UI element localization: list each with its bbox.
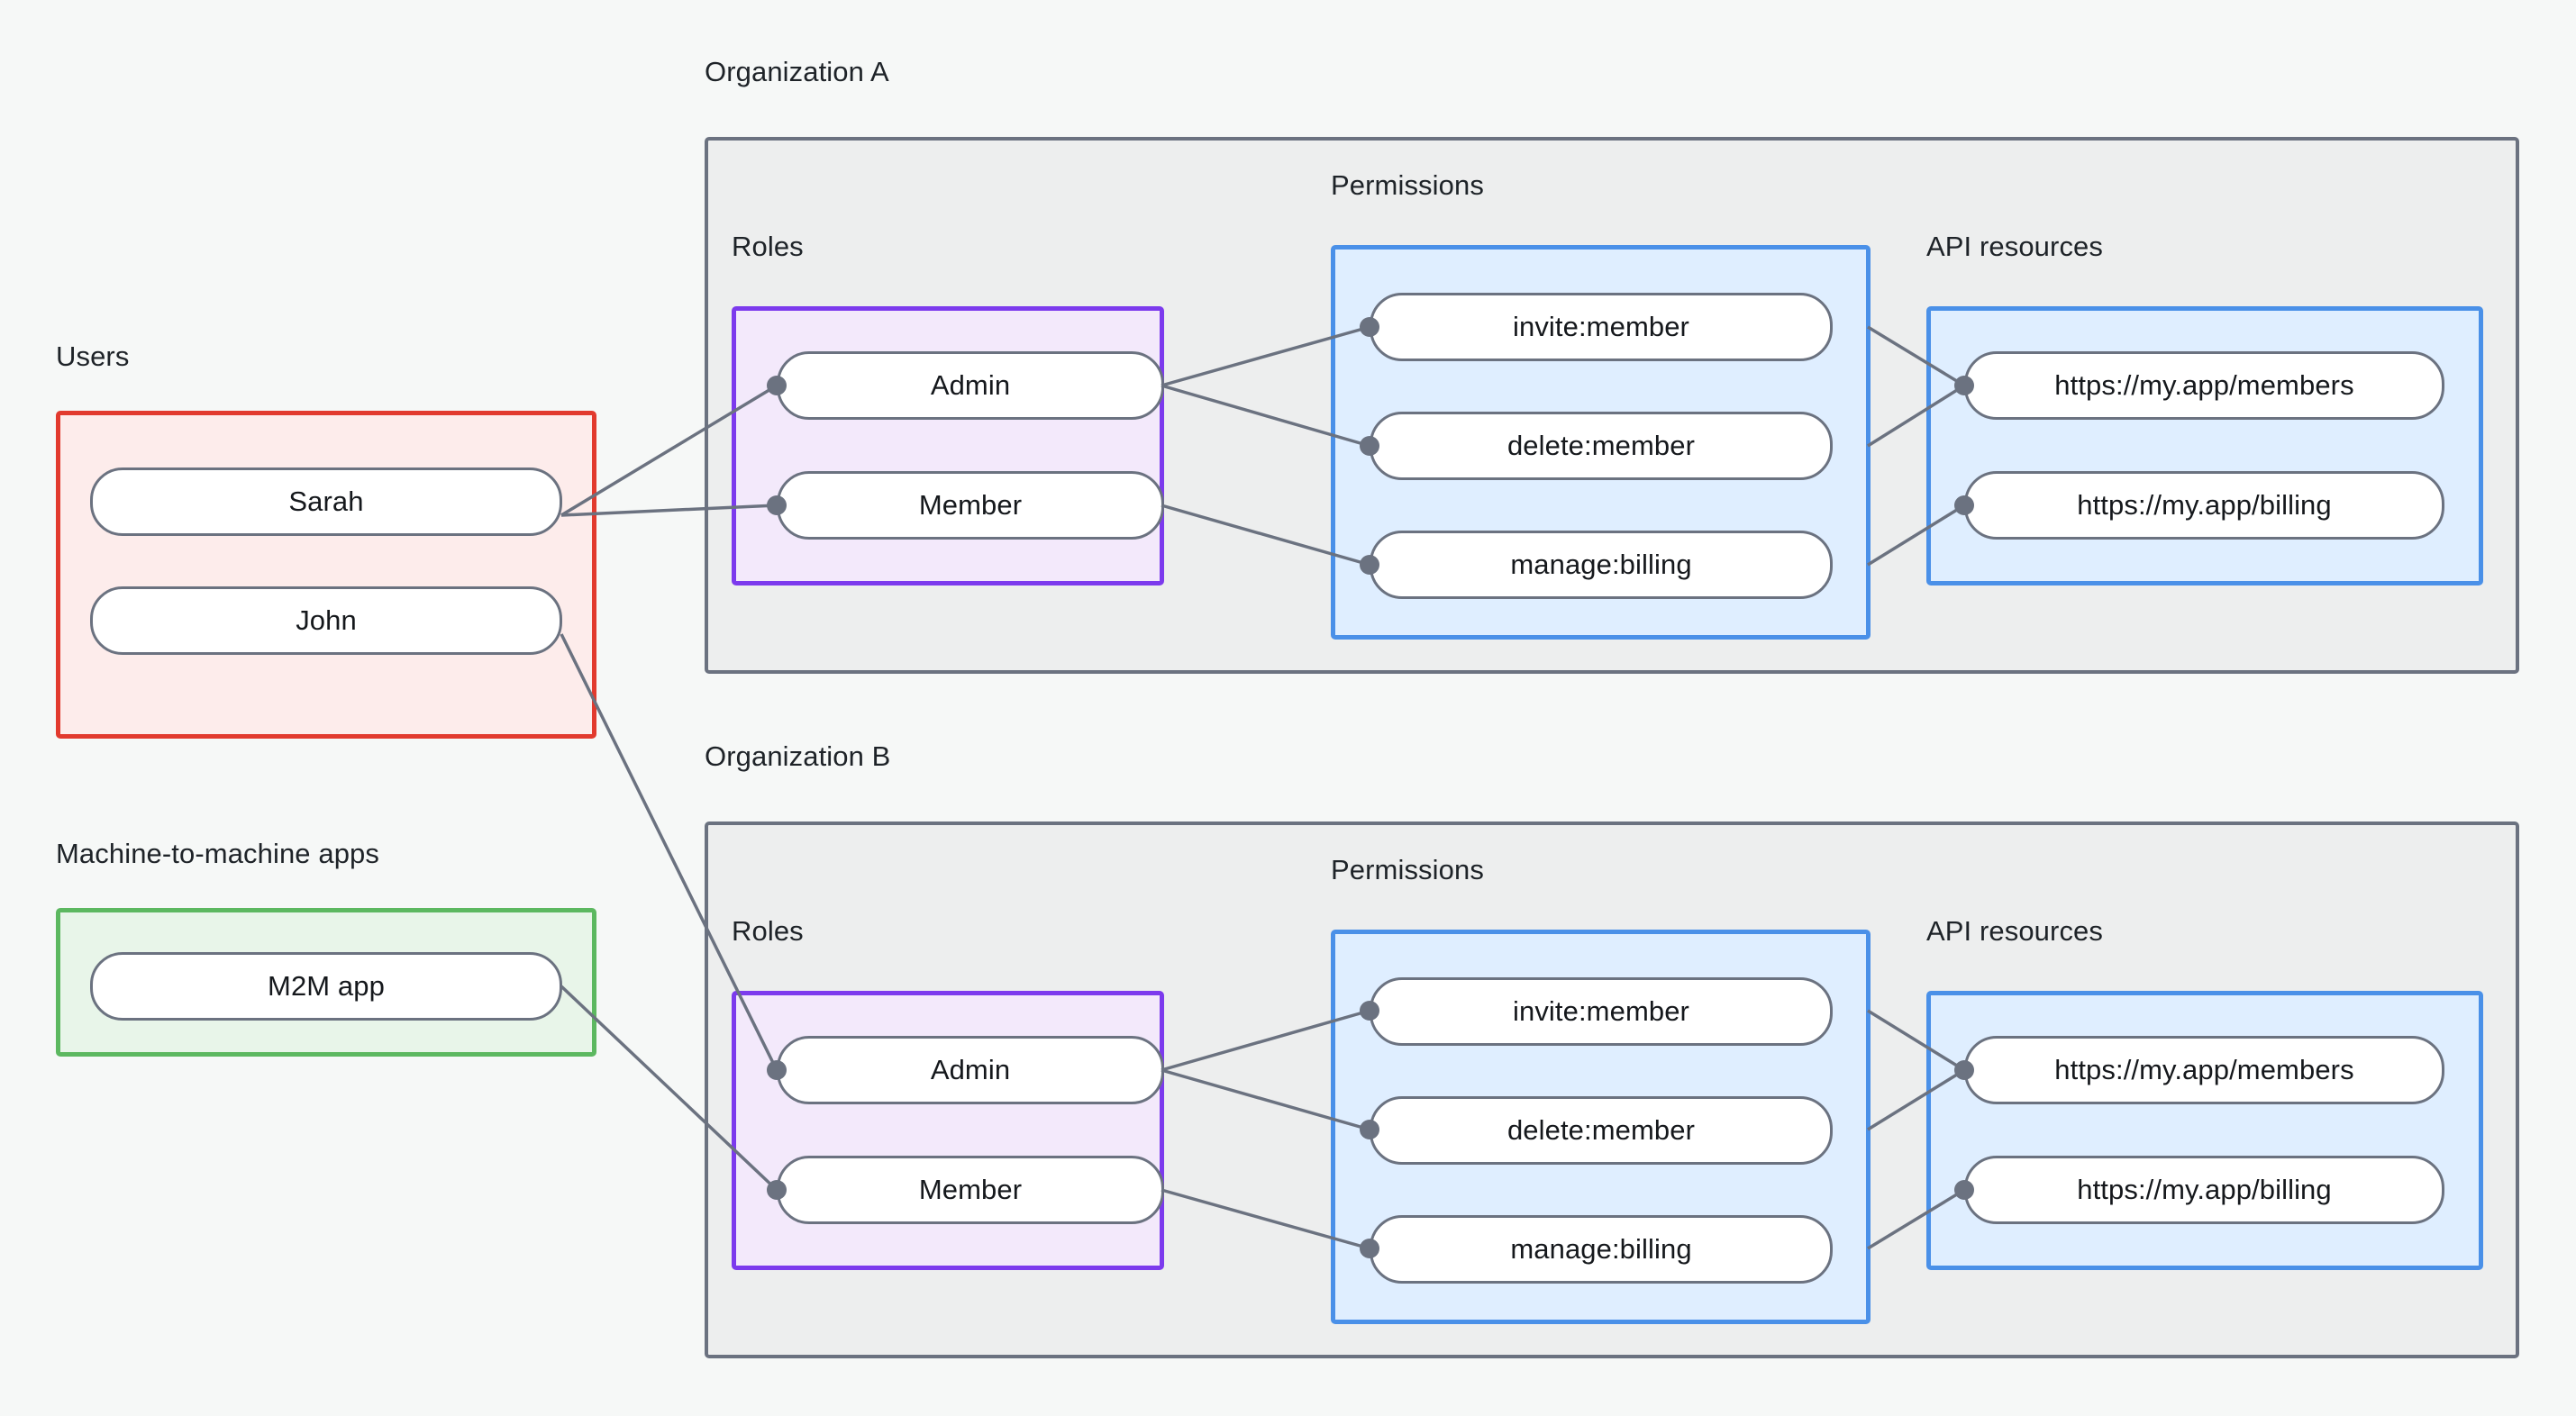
org-b-role-pill-admin[interactable]: Admin (777, 1036, 1164, 1104)
org-a-permission-pill-manage-billing[interactable]: manage:billing (1370, 531, 1833, 599)
org-b-permission-pill-invite-member[interactable]: invite:member (1370, 977, 1833, 1046)
org-a-api-pill-members[interactable]: https://my.app/members (1964, 351, 2444, 420)
m2m-group-label: Machine-to-machine apps (56, 838, 379, 869)
org-b-api-pill-members[interactable]: https://my.app/members (1964, 1036, 2444, 1104)
org-a-api-pill-billing[interactable]: https://my.app/billing (1964, 471, 2444, 540)
user-pill-sarah[interactable]: Sarah (90, 467, 562, 536)
org-a-api-resources-container (1926, 306, 2483, 585)
user-pill-john[interactable]: John (90, 586, 562, 655)
org-b-permission-pill-delete-member[interactable]: delete:member (1370, 1096, 1833, 1165)
org-a-role-pill-admin[interactable]: Admin (777, 351, 1164, 420)
org-b-roles-label: Roles (732, 915, 804, 947)
org-b-permission-pill-manage-billing[interactable]: manage:billing (1370, 1215, 1833, 1284)
org-b-permissions-label: Permissions (1331, 854, 1484, 885)
org-a-role-pill-member[interactable]: Member (777, 471, 1164, 540)
org-b-api-resources-container (1926, 991, 2483, 1270)
org-a-permission-pill-delete-member[interactable]: delete:member (1370, 412, 1833, 480)
org-b-title: Organization B (705, 740, 891, 772)
org-a-api-resources-label: API resources (1926, 231, 2103, 262)
org-b-api-resources-label: API resources (1926, 915, 2103, 947)
org-a-roles-container (732, 306, 1164, 585)
org-a-roles-label: Roles (732, 231, 804, 262)
users-container (56, 411, 596, 739)
m2m-pill-app[interactable]: M2M app (90, 952, 562, 1021)
users-group-label: Users (56, 340, 130, 372)
org-a-permission-pill-invite-member[interactable]: invite:member (1370, 293, 1833, 361)
org-b-role-pill-member[interactable]: Member (777, 1156, 1164, 1224)
org-b-roles-container (732, 991, 1164, 1270)
org-b-api-pill-billing[interactable]: https://my.app/billing (1964, 1156, 2444, 1224)
org-a-title: Organization A (705, 56, 889, 87)
org-a-permissions-label: Permissions (1331, 169, 1484, 201)
